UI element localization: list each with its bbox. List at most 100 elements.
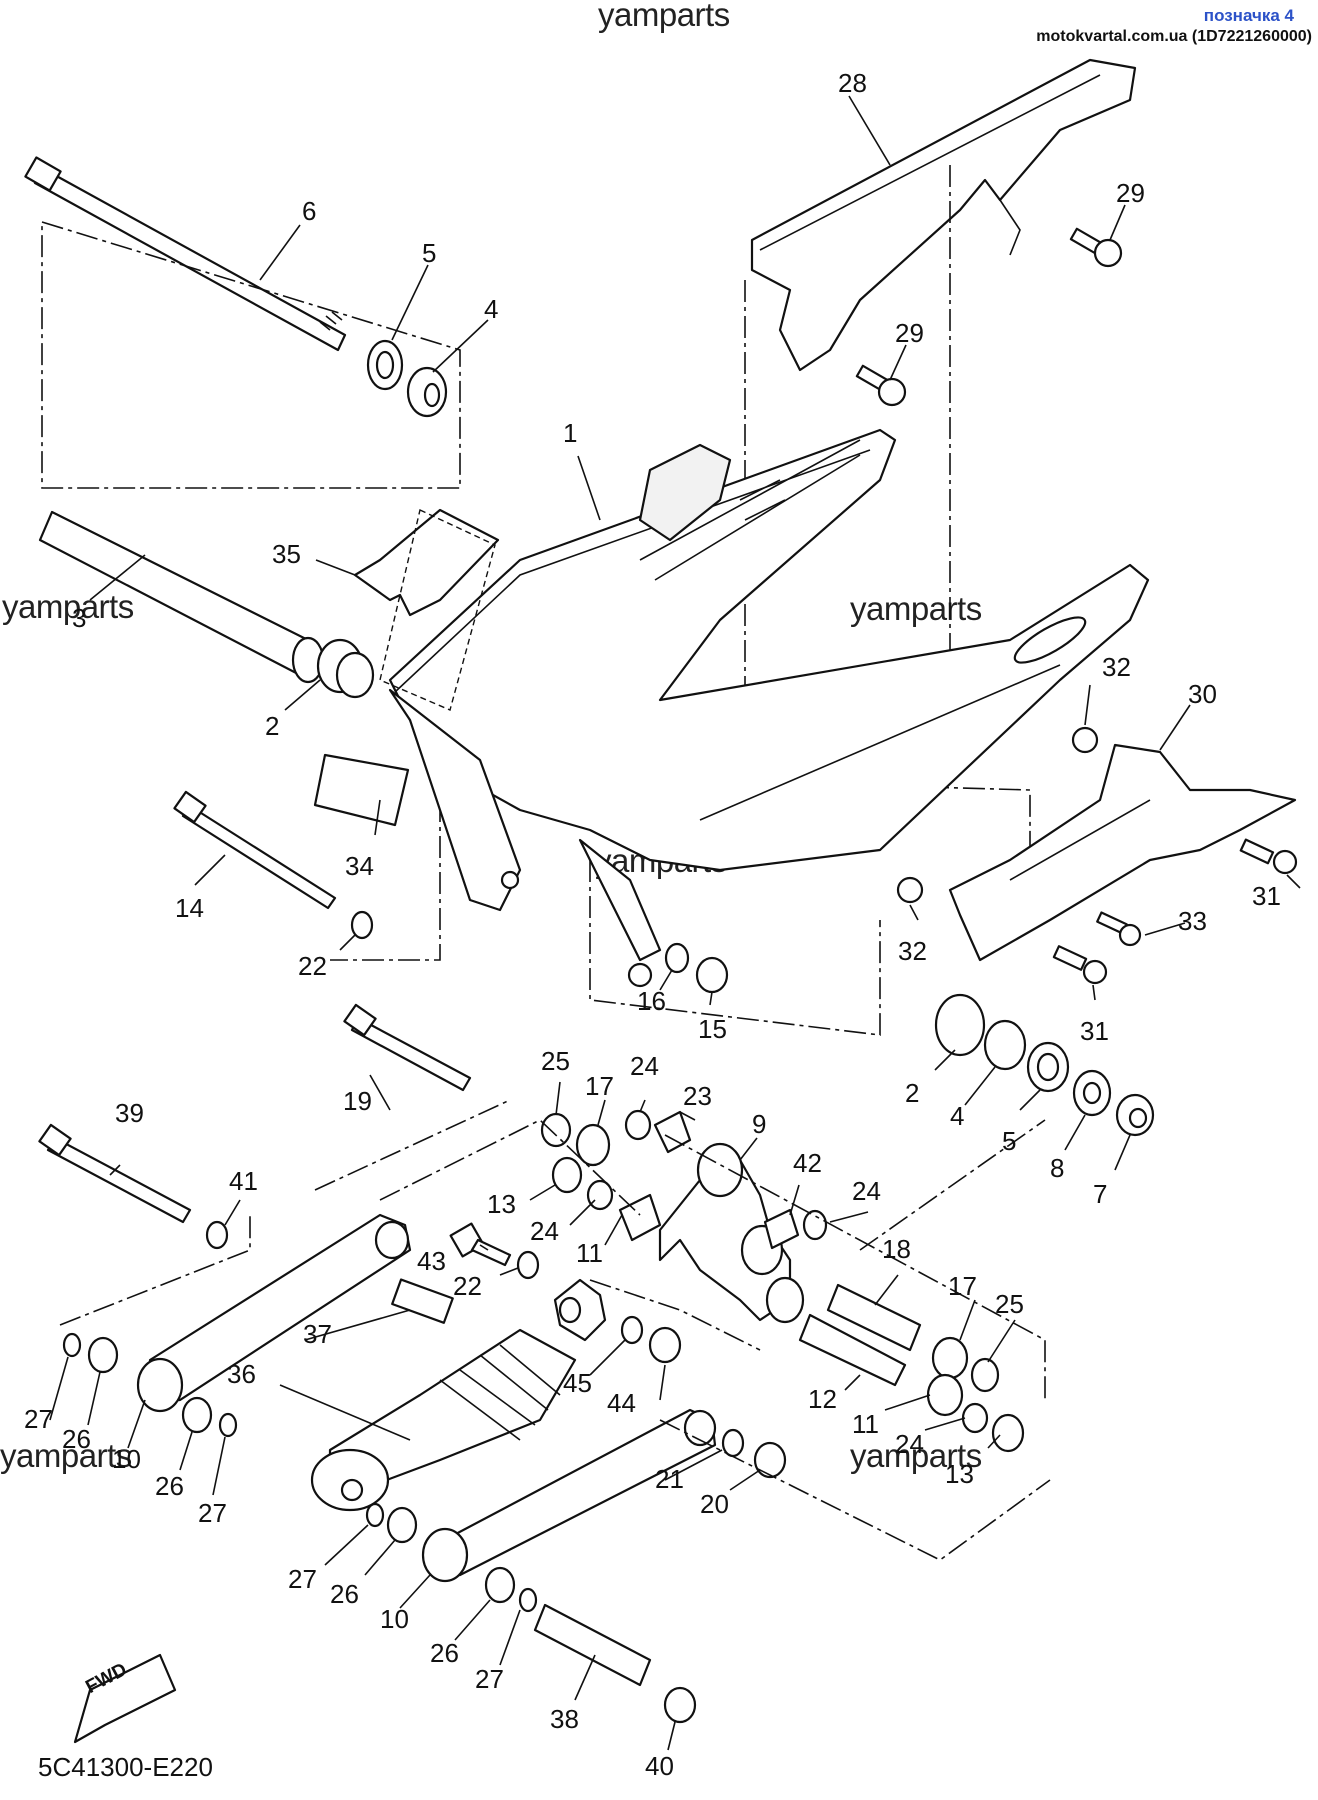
callout-32: 32 <box>1102 652 1131 682</box>
callout-27: 27 <box>198 1498 227 1528</box>
bolt-29-lower <box>855 364 907 407</box>
collar-4-right <box>983 1019 1027 1071</box>
washer-24-a <box>624 1109 652 1141</box>
callout-17: 17 <box>585 1071 614 1101</box>
callout-20: 20 <box>700 1489 729 1519</box>
callout-22: 22 <box>298 951 327 981</box>
o-ring-27-b <box>218 1412 238 1438</box>
callout-8: 8 <box>1050 1153 1064 1183</box>
nut-15 <box>695 956 729 994</box>
callout-9: 9 <box>752 1109 766 1139</box>
callout-32: 32 <box>898 936 927 966</box>
nut-44 <box>648 1326 682 1364</box>
callout-11: 11 <box>852 1409 879 1439</box>
callout-42: 42 <box>793 1148 822 1178</box>
watermark: yamparts <box>0 1437 132 1474</box>
relay-arm-9 <box>658 1142 805 1324</box>
callout-10: 10 <box>112 1444 141 1474</box>
callout-4: 4 <box>484 294 498 324</box>
fwd-arrow <box>73 1653 177 1744</box>
washer-16 <box>664 942 690 974</box>
callout-5: 5 <box>1002 1126 1016 1156</box>
spacer-32-low <box>896 876 924 904</box>
callout-18: 18 <box>882 1234 911 1264</box>
callout-24: 24 <box>852 1176 881 1206</box>
pivot-shaft-part <box>24 156 347 352</box>
pad-35 <box>353 508 500 617</box>
inner-collar-3 <box>38 510 325 684</box>
callout-15: 15 <box>698 1014 727 1044</box>
callout-35: 35 <box>272 539 301 569</box>
bolt-19 <box>343 1003 472 1092</box>
callout-30: 30 <box>1188 679 1217 709</box>
washer-41 <box>205 1220 229 1250</box>
collar-26-d <box>484 1566 516 1604</box>
collar-13-upper <box>551 1156 583 1194</box>
callout-5: 5 <box>422 238 436 268</box>
callout-12: 12 <box>808 1384 837 1414</box>
bolt-31-low <box>1052 945 1108 985</box>
bearing-17-upper <box>575 1123 611 1167</box>
callout-24: 24 <box>630 1051 659 1081</box>
callout-6: 6 <box>302 196 316 226</box>
bolt-14 <box>173 790 337 910</box>
callout-17: 17 <box>948 1271 977 1301</box>
callout-10: 10 <box>380 1604 409 1634</box>
callout-13: 13 <box>945 1459 974 1489</box>
callout-28: 28 <box>838 68 867 98</box>
site-reference: motokvartal.com.ua (1D7221260000) <box>1036 28 1312 45</box>
callout-40: 40 <box>645 1751 674 1781</box>
callout-43: 43 <box>417 1246 446 1276</box>
callout-16: 16 <box>637 986 666 1016</box>
callout-31: 31 <box>1080 1016 1109 1046</box>
washer-22 <box>350 910 374 940</box>
callout-45: 45 <box>563 1368 592 1398</box>
watermark: yamparts <box>598 0 730 33</box>
bolt-33 <box>1096 911 1142 947</box>
washer-45 <box>620 1315 644 1345</box>
callout-25: 25 <box>541 1046 570 1076</box>
collar-26-a <box>87 1336 119 1374</box>
watermark: yamparts <box>850 1437 982 1474</box>
swingarm-part <box>388 428 1150 988</box>
washer-22-lower <box>516 1250 540 1280</box>
callout-24: 24 <box>530 1216 559 1246</box>
callout-29: 29 <box>895 318 924 348</box>
callout-27: 27 <box>475 1664 504 1694</box>
callout-25: 25 <box>995 1289 1024 1319</box>
bearing-2-right <box>934 993 986 1057</box>
callout-26: 26 <box>430 1638 459 1668</box>
o-ring-27-d <box>518 1587 538 1613</box>
callout-26: 26 <box>62 1424 91 1454</box>
callout-36: 36 <box>227 1359 256 1389</box>
nut-20 <box>753 1441 787 1479</box>
o-ring-27-a <box>62 1332 82 1358</box>
chain-case-30 <box>948 743 1297 962</box>
collar-18 <box>826 1283 922 1352</box>
callout-37: 37 <box>303 1319 332 1349</box>
connecting-rod-10-upper <box>136 1213 412 1413</box>
callout-24: 24 <box>895 1429 924 1459</box>
callout-1: 1 <box>563 418 577 448</box>
callout-22: 22 <box>453 1271 482 1301</box>
bolt-31-right <box>1239 838 1298 875</box>
nut-7 <box>1115 1093 1155 1137</box>
callout-44: 44 <box>607 1388 636 1418</box>
seal-25-upper <box>540 1112 572 1148</box>
collar-38 <box>533 1603 652 1687</box>
callout-38: 38 <box>550 1704 579 1734</box>
collar-42 <box>763 1208 800 1250</box>
washer-21 <box>721 1428 745 1458</box>
collar-26-c <box>386 1506 418 1544</box>
seal-25-lower <box>970 1357 1000 1393</box>
callout-14: 14 <box>175 893 204 923</box>
callout-2: 2 <box>265 711 279 741</box>
bolt-43 <box>449 1222 512 1267</box>
collar-13-lower <box>991 1413 1025 1453</box>
o-ring-27-c <box>365 1502 385 1528</box>
watermark: yamparts <box>850 590 982 627</box>
callout-27: 27 <box>288 1564 317 1594</box>
callout-2: 2 <box>905 1078 919 1108</box>
collar-12 <box>798 1313 907 1387</box>
bearing-2-left <box>316 638 375 699</box>
